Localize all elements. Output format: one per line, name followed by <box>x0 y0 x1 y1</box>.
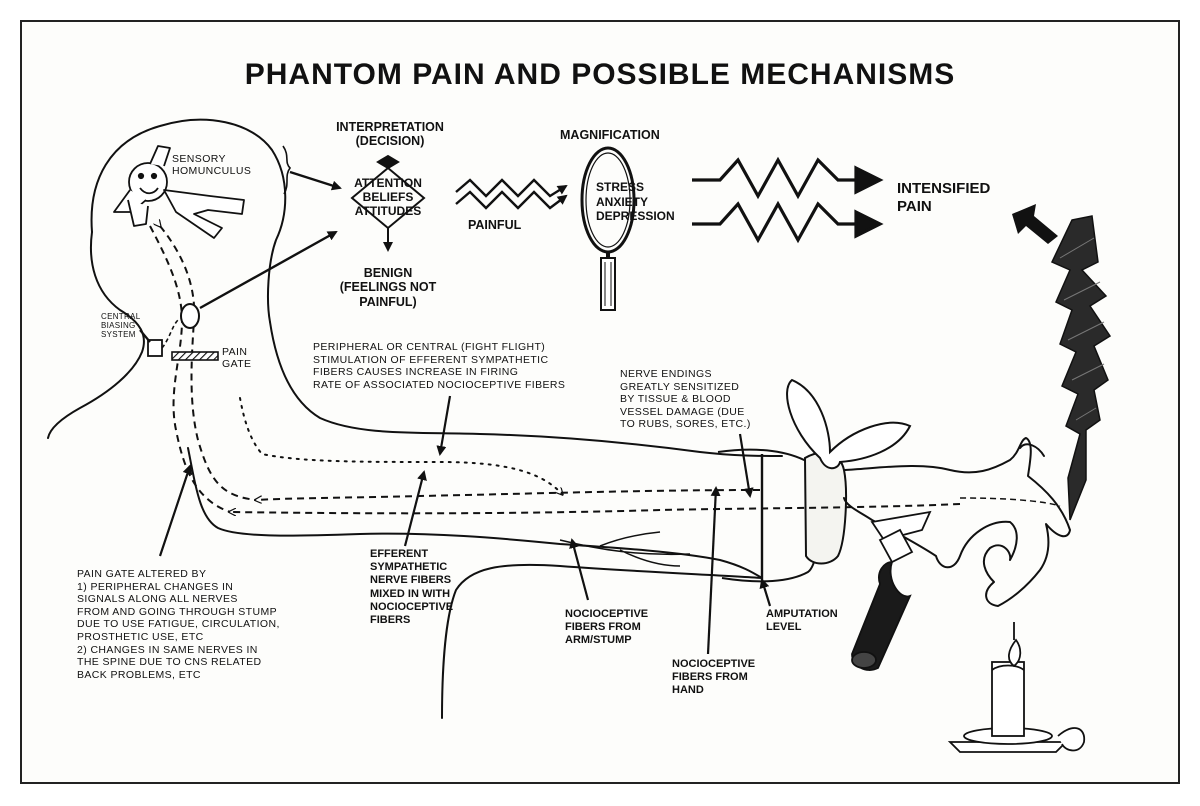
homunculus-figure <box>113 145 245 239</box>
leader-pain-gate-altered <box>158 464 193 557</box>
phantom-hand <box>843 437 1071 607</box>
label-painful: PAINFUL <box>468 218 522 232</box>
body-outline <box>47 118 783 719</box>
face-jaw-outline <box>47 231 145 439</box>
page-title: PHANTOM PAIN AND POSSIBLE MECHANISMS <box>244 58 956 91</box>
label-interpretation: INTERPRETATION(DECISION) <box>336 120 444 149</box>
brain-relay-node <box>180 303 200 329</box>
leader-nerve-endings <box>738 433 754 498</box>
bandage-knot-icon <box>786 378 912 470</box>
hand-wire <box>959 497 1061 507</box>
fiber-arm-to-spine <box>256 489 761 500</box>
sympathetic-fibers <box>239 397 562 494</box>
arm-top-outline <box>269 321 783 457</box>
knife-icon <box>851 510 932 671</box>
bolt-pointer-arrow <box>1012 204 1058 244</box>
diagram-frame <box>20 20 1180 784</box>
lightning-bolt-icon <box>1050 215 1112 521</box>
fiber-hand-to-spine <box>230 503 961 513</box>
intensified-signal-arrows <box>692 156 884 244</box>
pain-gate-bar <box>171 351 219 361</box>
head-outline <box>90 118 287 323</box>
leader-central-biasing <box>139 329 151 343</box>
candle-icon <box>947 622 1086 753</box>
lightning-stripes <box>1059 237 1105 421</box>
spinal-pathway-right <box>160 226 257 501</box>
leader-noci-hand <box>706 486 721 655</box>
attention-diamond <box>350 154 426 252</box>
central-biasing-box <box>147 339 163 357</box>
spinal-pathway-left <box>149 225 231 513</box>
brain-arrows <box>199 170 342 310</box>
stump <box>717 378 912 583</box>
homunculus-brace <box>282 145 292 195</box>
arm-bottom-outline <box>187 447 763 579</box>
leader-lines <box>139 329 772 655</box>
central-biasing-link <box>161 319 179 349</box>
label-magnification: MAGNIFICATION <box>560 128 660 142</box>
magnifying-glass-icon <box>580 146 636 311</box>
pain-signal-arrows <box>455 178 568 210</box>
nerve-fibers <box>149 225 961 513</box>
label-sympathetic-note: PERIPHERAL OR CENTRAL (FIGHT FLIGHT)STIM… <box>313 341 566 391</box>
leader-amputation <box>759 578 772 607</box>
leader-noci-arm <box>569 538 590 601</box>
leader-efferent <box>403 470 427 547</box>
torso-lower-outline <box>441 563 763 719</box>
stump-outline <box>717 448 821 583</box>
leader-sympathetic-note <box>436 395 452 456</box>
